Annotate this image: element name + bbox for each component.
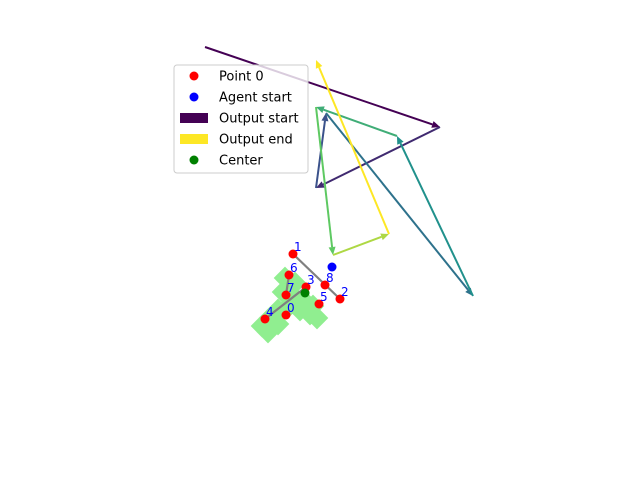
skeleton-line xyxy=(292,253,341,300)
trajectory-segment xyxy=(315,60,390,235)
center-marker xyxy=(300,288,310,298)
keypoint-label: 2 xyxy=(341,285,349,299)
trajectory-segment xyxy=(204,46,440,128)
legend-label: Center xyxy=(219,154,263,169)
legend-label: Point 0 xyxy=(219,70,264,85)
legend-frame xyxy=(173,64,309,174)
keypoint-label: 7 xyxy=(287,281,295,295)
keypoint-label: 0 xyxy=(287,301,295,315)
trajectory-segment xyxy=(332,233,389,256)
legend-item: Output start xyxy=(180,112,299,127)
legend-item: Center xyxy=(189,154,263,169)
legend-swatch xyxy=(180,134,208,144)
keypoint-label: 5 xyxy=(320,290,328,304)
keypoint-marker xyxy=(260,314,270,324)
keypoint-marker xyxy=(284,270,294,280)
keypoint-marker xyxy=(281,290,291,300)
keypoints xyxy=(260,249,345,324)
legend-label: Agent start xyxy=(219,91,292,106)
trajectory-segment xyxy=(316,106,398,137)
legend-item: Agent start xyxy=(189,91,292,106)
legend-marker xyxy=(189,71,199,81)
keypoint-marker xyxy=(281,310,291,320)
legend-label: Output start xyxy=(219,112,299,127)
agent-start-marker xyxy=(327,262,337,272)
keypoint-label: 4 xyxy=(266,305,274,319)
legend-item: Output end xyxy=(180,133,293,148)
skeleton-line xyxy=(264,286,307,320)
shape-cell xyxy=(305,306,329,330)
trajectory-segment xyxy=(315,106,336,255)
legend-marker xyxy=(189,155,199,165)
keypoint-marker xyxy=(314,299,324,309)
legend-label: Output end xyxy=(219,133,293,148)
output-trajectory xyxy=(204,46,474,297)
keypoint-marker xyxy=(288,249,298,259)
legend-marker xyxy=(189,92,199,102)
keypoint-label: 1 xyxy=(294,240,302,254)
keypoint-marker xyxy=(335,294,345,304)
keypoint-label: 6 xyxy=(290,261,298,275)
legend-item: Point 0 xyxy=(189,70,264,85)
keypoint-labels: 0 1 2 3 4 5 6 7 8 xyxy=(266,240,349,319)
legend-swatch xyxy=(180,113,208,123)
trajectory-segment xyxy=(316,126,441,188)
keypoint-marker xyxy=(320,280,330,290)
trajectory-segment xyxy=(397,136,474,297)
keypoint-label: 8 xyxy=(326,271,334,285)
keypoint-label: 3 xyxy=(307,273,315,287)
special-markers xyxy=(300,262,337,298)
